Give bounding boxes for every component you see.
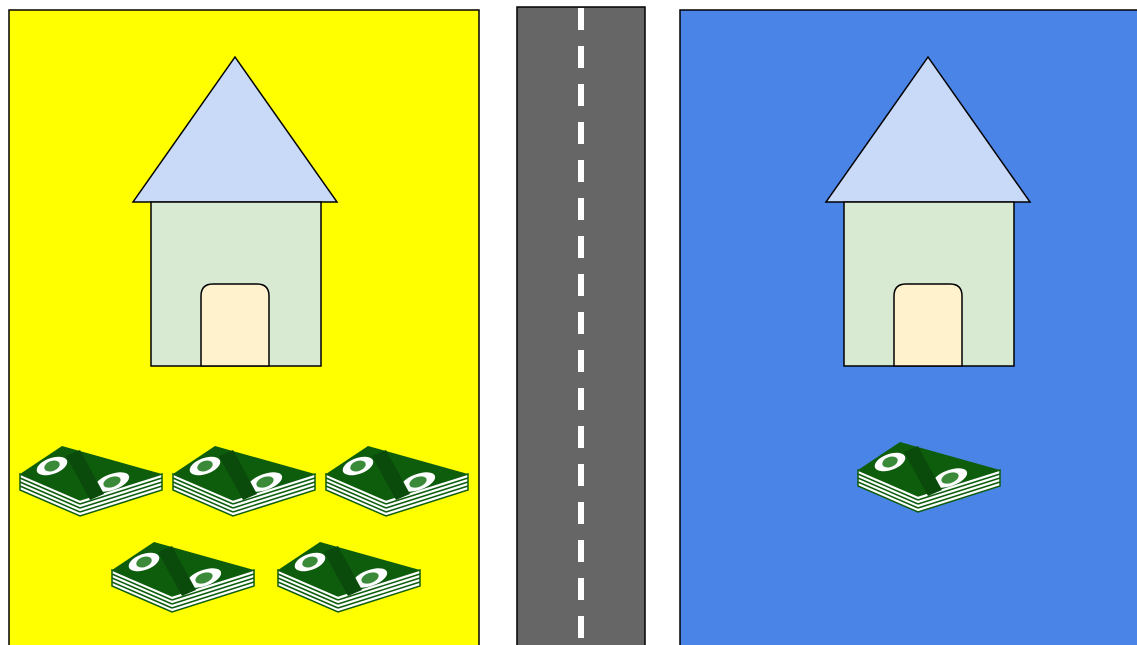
house-icon [824, 55, 1032, 367]
house-icon [131, 55, 339, 367]
house-door [893, 283, 963, 367]
house-door [200, 283, 270, 367]
left-neighborhood [8, 9, 480, 645]
right-neighborhood [679, 9, 1137, 645]
road-icon [516, 6, 646, 645]
